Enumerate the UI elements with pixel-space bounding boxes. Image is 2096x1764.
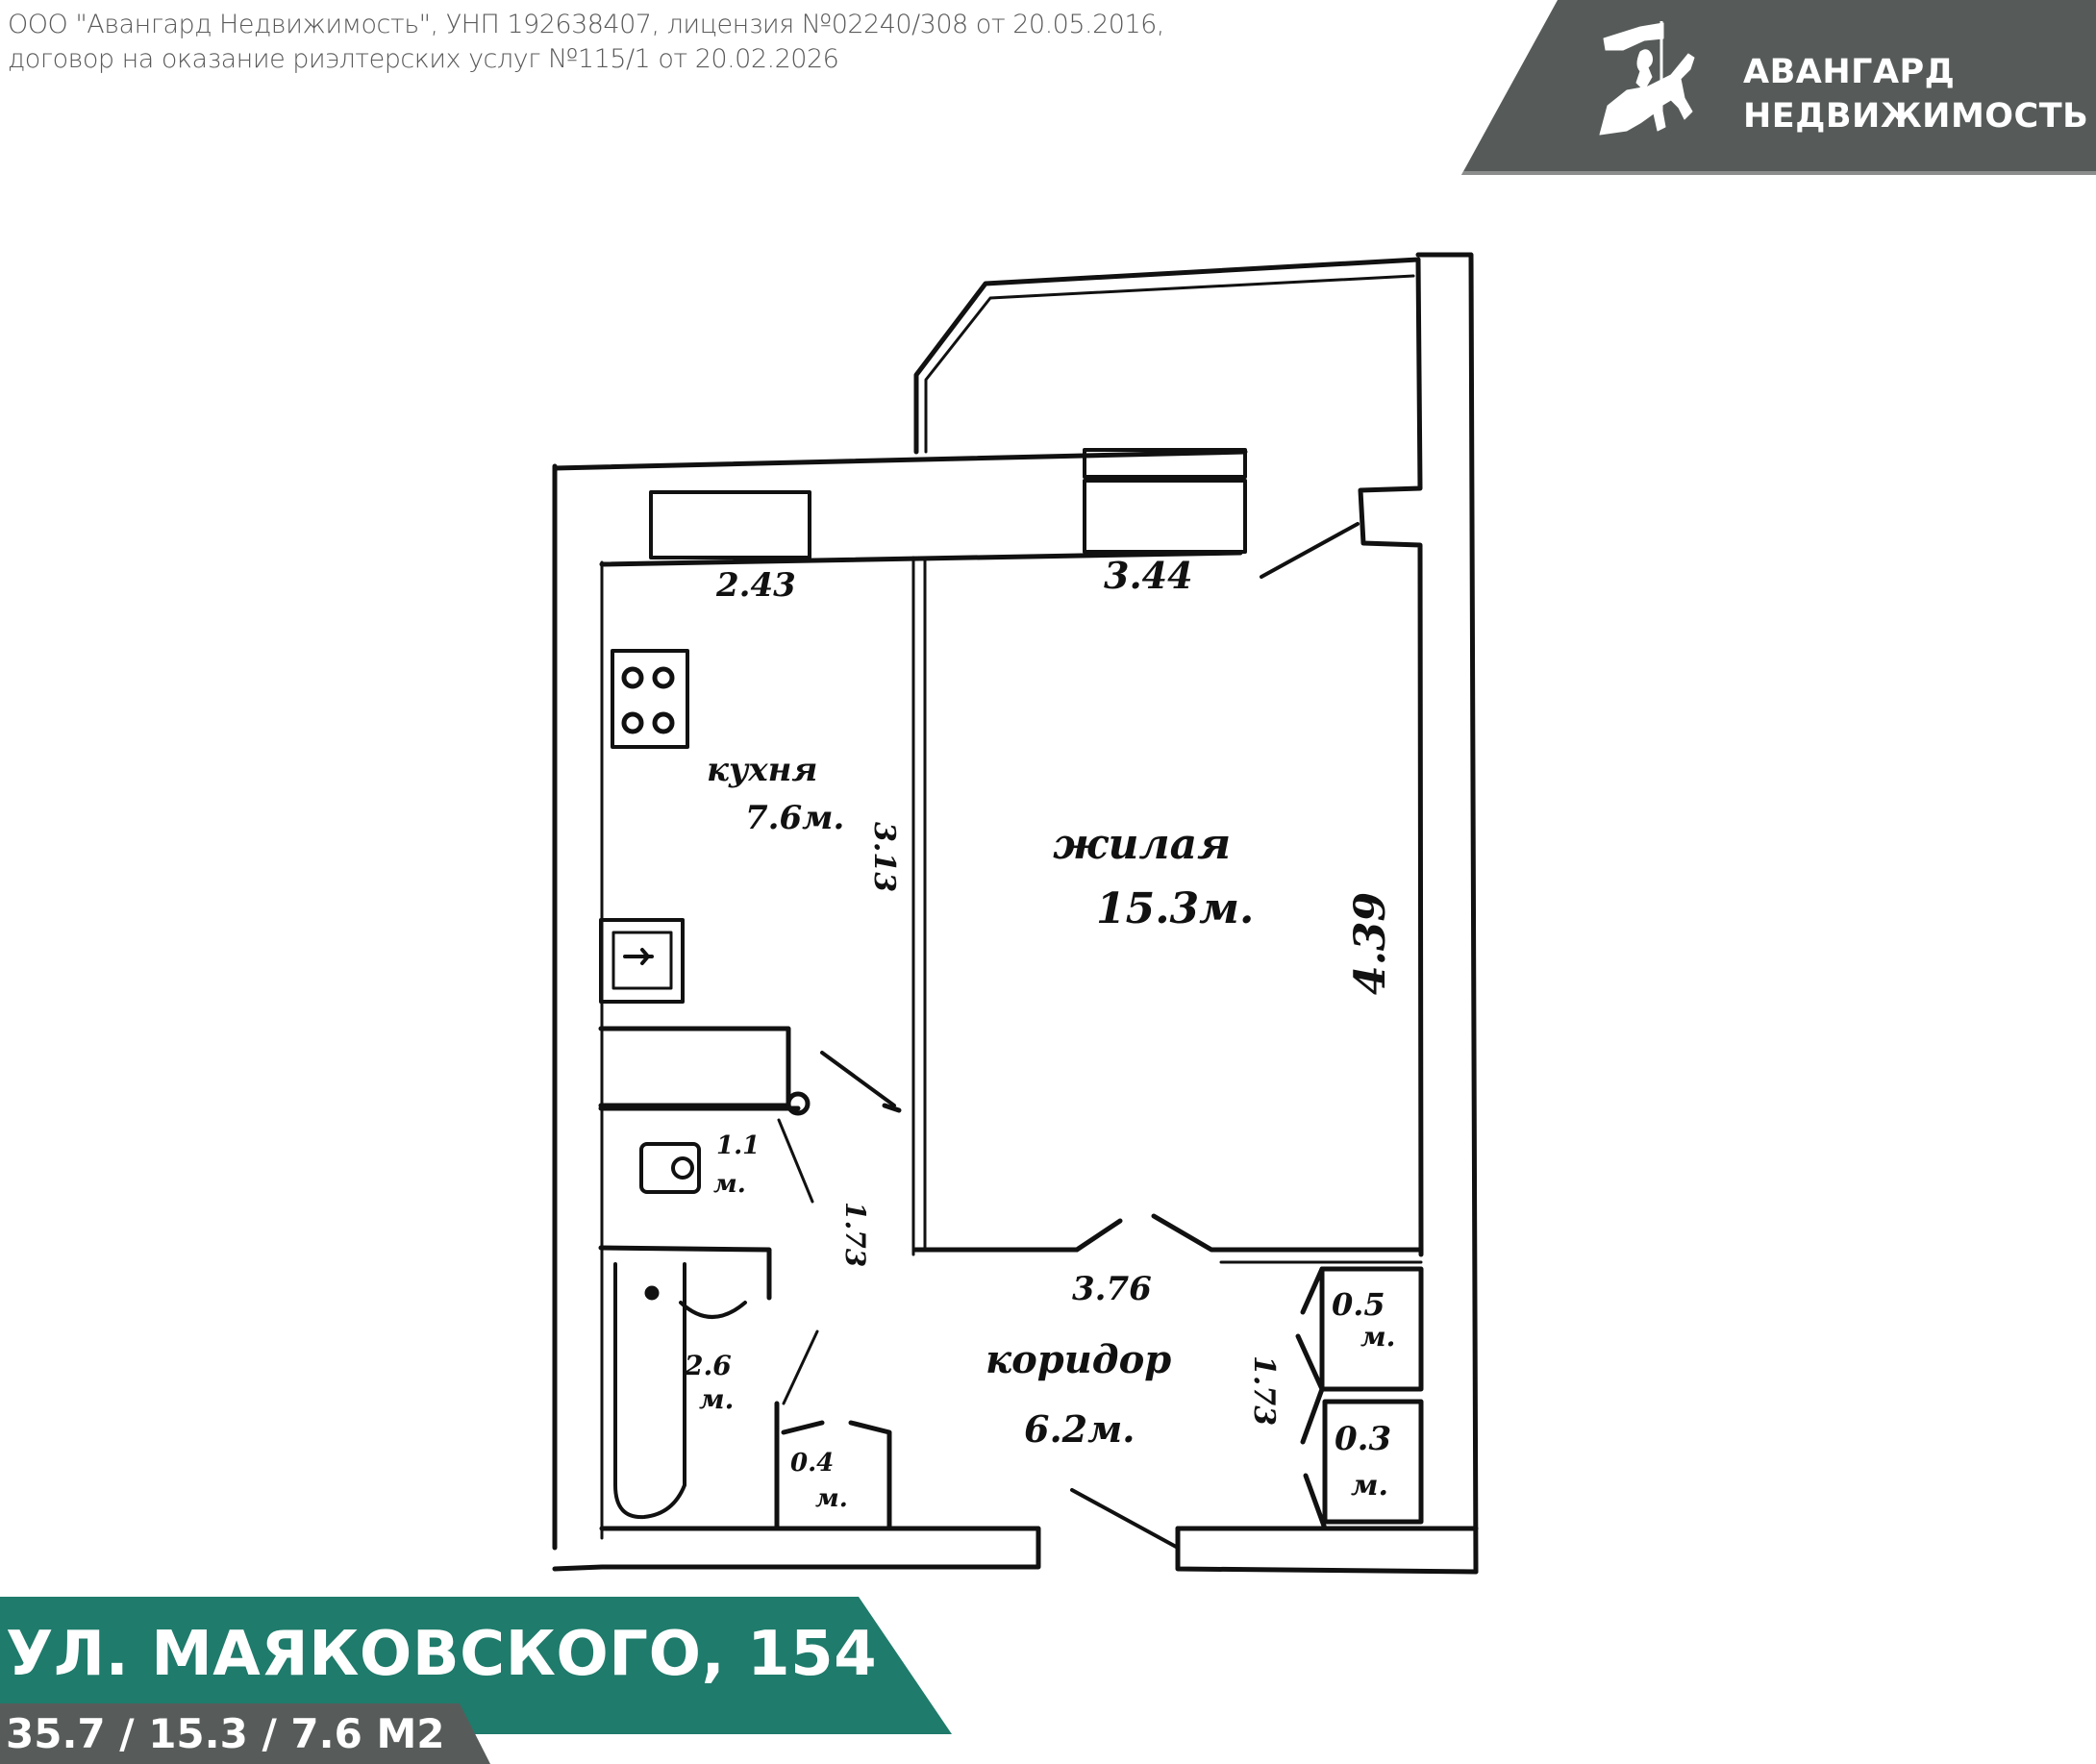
sink-icon [599, 918, 685, 1004]
wall-right-notch [1358, 257, 1424, 1257]
address-text: УЛ. МАЯКОВСКОГО, 154 [6, 1619, 878, 1690]
balcony-outline [913, 257, 1421, 455]
storage-1-outline [1319, 1266, 1424, 1392]
kitchen-window [649, 490, 811, 559]
entrance-door-swing [1070, 1488, 1180, 1550]
toilet-icon [639, 1142, 701, 1194]
stove-icon [611, 649, 689, 749]
wall-bottom-left [552, 1526, 1041, 1572]
wall-top-outer [552, 449, 1248, 471]
storage1-area-num: 0.5 [1332, 1286, 1385, 1323]
hall-dim-side: 1.73 [839, 1202, 871, 1267]
brand-name-line-1: АВАНГАРД [1743, 53, 1956, 91]
areas-tag: 35.7 / 15.3 / 7.6 М2 [0, 1703, 490, 1764]
wall-toilet-bottom [598, 1245, 772, 1301]
corridor-label: коридор [986, 1337, 1171, 1382]
corridor-dim-top: 3.76 [1072, 1270, 1152, 1308]
bathtub-icon [613, 1262, 686, 1520]
kitchen-door-swing [820, 1051, 896, 1107]
living-window-frame [1083, 479, 1247, 554]
brand-name: АВАНГАРД НЕДВИЖИМОСТЬ [1743, 50, 2088, 138]
legal-info: ООО "Авангард Недвижимость", УНП 1926384… [8, 8, 1164, 77]
wall-right-outer [1415, 252, 1479, 1575]
corridor-area: 6.2м. [1024, 1407, 1135, 1451]
storage2-area-unit: м. [1351, 1469, 1388, 1503]
toilet-area-unit: м. [713, 1170, 746, 1199]
kitchen-area: 7.6м. [745, 799, 844, 837]
wall-top-inner [599, 550, 1243, 567]
legal-line-2: договор на оказание риэлтерских услуг №1… [8, 44, 839, 74]
toilet-area-num: 1.1 [716, 1131, 760, 1160]
knight-on-horse-icon [1599, 21, 1695, 136]
washbasin-icon [679, 1301, 747, 1319]
storage2-area-num: 0.3 [1335, 1420, 1391, 1458]
living-area: 15.3м. [1096, 884, 1254, 933]
living-dim-side: 4.39 [1346, 892, 1395, 995]
storage-2-outline [1322, 1399, 1424, 1525]
closet-area-num: 0.4 [790, 1449, 834, 1478]
living-door-swing [1260, 522, 1360, 579]
kitchen-dim-top: 2.43 [715, 566, 796, 605]
living-dim-top: 3.44 [1104, 554, 1193, 597]
wall-bottom-right-2 [1175, 1526, 1479, 1575]
bath-area-unit: м. [699, 1383, 734, 1415]
closet-outline [774, 1401, 892, 1531]
kitchen-dim-side: 3.13 [867, 822, 901, 892]
storage-1-door [1300, 1266, 1325, 1315]
corridor-dim-side: 1.73 [1247, 1355, 1281, 1426]
kitchen-counter [598, 1026, 791, 1108]
bath-area-num: 2.6 [684, 1350, 732, 1381]
toilet-door [777, 1118, 814, 1204]
closet-area-unit: м. [815, 1484, 848, 1513]
wall-living-bottom-2 [1151, 1213, 1424, 1253]
areas-text: 35.7 / 15.3 / 7.6 М2 [6, 1710, 445, 1757]
wall-living-bottom [912, 1218, 1123, 1253]
brand-logo-block: АВАНГАРД НЕДВИЖИМОСТЬ [1461, 0, 2096, 175]
balcony-outline-inner [924, 274, 1415, 454]
bathroom-door [782, 1329, 819, 1405]
storage-2-door-2 [1303, 1473, 1328, 1531]
storage1-area-unit: м. [1360, 1321, 1395, 1353]
storage-2-door [1295, 1333, 1325, 1445]
legal-line-1: ООО "Авангард Недвижимость", УНП 1926384… [8, 10, 1164, 39]
kitchen-label: кухня [707, 751, 817, 789]
living-label: жилая [1053, 820, 1231, 869]
living-window [1083, 448, 1247, 479]
brand-name-line-2: НЕДВИЖИМОСТЬ [1743, 97, 2089, 136]
